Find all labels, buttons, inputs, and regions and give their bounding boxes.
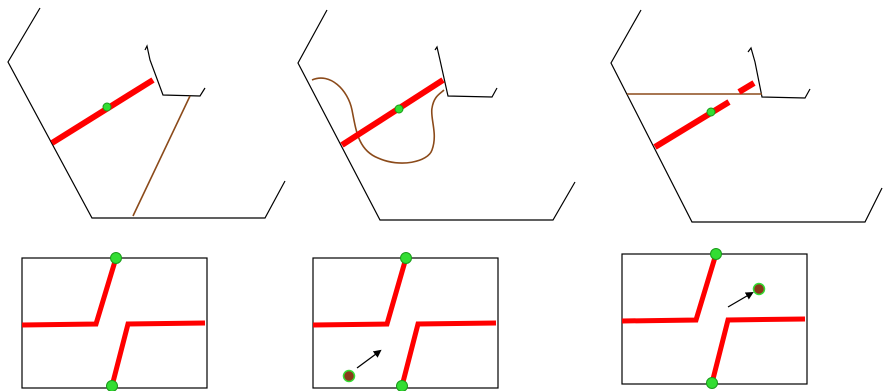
red-cut-line [340,77,445,148]
moving-node [752,282,766,296]
notch-shape [144,44,206,97]
red-path-right [399,320,497,387]
green-node [394,104,404,114]
outline-shape [610,9,883,223]
red-path-left [21,257,119,328]
green-node-top [710,248,722,260]
bottom-panel-1 [21,252,208,391]
green-node-top [400,252,412,264]
green-node [706,107,716,117]
red-path-left [312,257,409,328]
red-cut-line-upper [737,80,756,95]
red-cut-line [50,77,155,146]
red-path-right [109,320,206,387]
green-node-bottom [706,377,718,389]
brown-line [132,95,191,217]
outline-shape [297,9,576,221]
green-node [102,102,112,112]
red-cut-line-lower [653,99,731,150]
bottom-panel-2 [312,252,499,391]
top-panel-3 [610,9,883,223]
top-panel-2 [297,9,576,221]
brown-curved-loop [311,77,445,164]
top-panel-1 [7,7,286,219]
green-node-top [110,252,122,264]
notch-shape [747,46,811,99]
red-path-left [621,253,719,324]
green-node-bottom [396,380,408,391]
red-path-right [709,316,806,384]
green-node-bottom [106,380,118,391]
bottom-panel-3 [621,248,808,389]
moving-node [342,369,356,383]
arrow-up-right [356,349,382,369]
notch-shape [434,45,498,98]
arrow-up-right [727,291,754,308]
outline-shape [7,7,286,219]
